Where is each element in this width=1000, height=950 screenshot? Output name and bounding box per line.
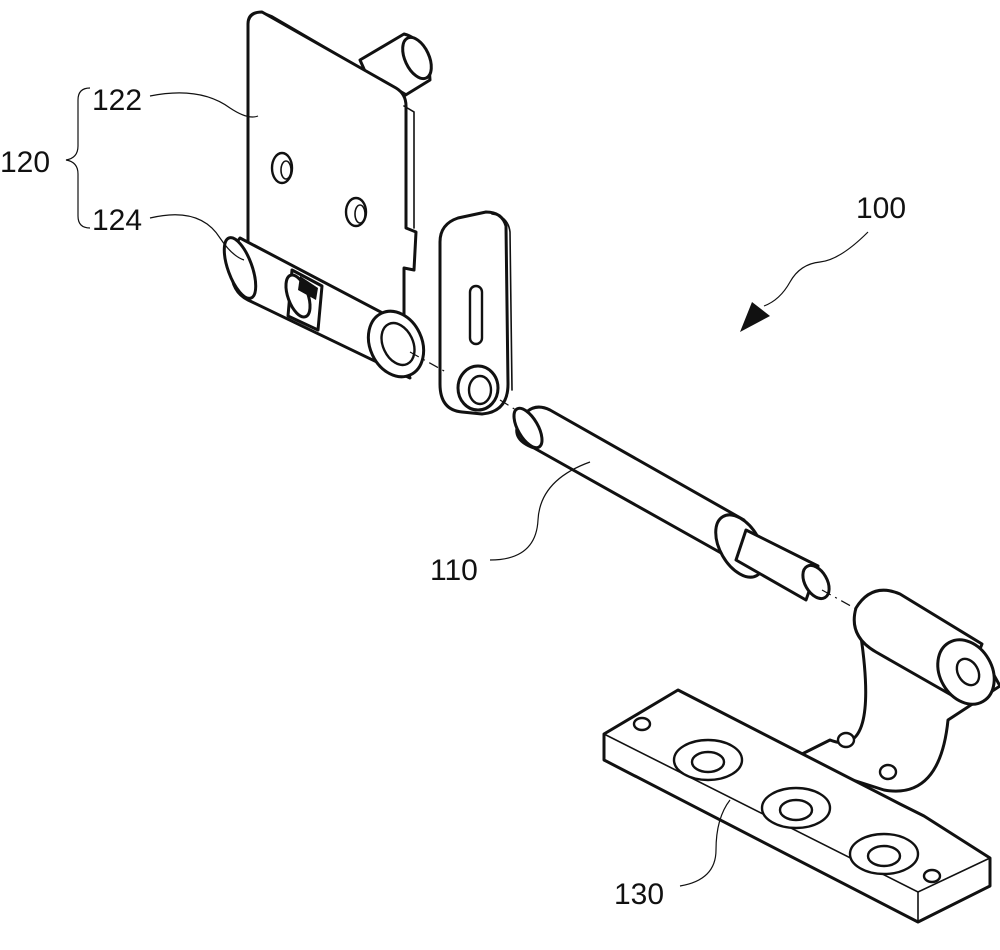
arrowhead-100 bbox=[740, 302, 770, 332]
assembly-axis bbox=[409, 351, 859, 611]
washer-plate bbox=[438, 210, 513, 416]
first-bracket-part bbox=[222, 10, 433, 380]
label-122: 122 bbox=[92, 84, 142, 117]
label-110: 110 bbox=[430, 554, 478, 587]
second-bracket-130 bbox=[602, 588, 1000, 924]
label-120: 120 bbox=[0, 146, 50, 179]
label-130: 130 bbox=[614, 878, 664, 911]
leader-122 bbox=[149, 92, 259, 118]
washer-slot bbox=[468, 284, 484, 346]
brace-120 bbox=[65, 87, 91, 229]
shaft-110 bbox=[512, 405, 831, 602]
label-124: 124 bbox=[92, 204, 142, 237]
label-100: 100 bbox=[856, 192, 906, 225]
leader-124 bbox=[149, 214, 245, 261]
leader-110 bbox=[489, 461, 591, 561]
leader-130 bbox=[679, 799, 731, 887]
leader-100 bbox=[763, 231, 869, 307]
plate-hole-upper bbox=[270, 151, 294, 185]
